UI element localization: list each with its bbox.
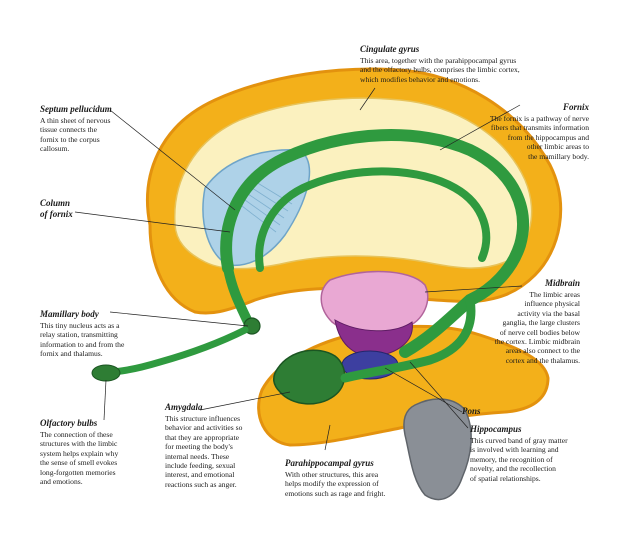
label-text: With other structures, this area helps m… [285, 470, 386, 498]
label-title: Hippocampus [470, 424, 522, 434]
label-text: This structure influences behavior and a… [165, 414, 243, 489]
label-fornix: Fornix The fornix is a pathway of nerve … [456, 102, 589, 161]
label-title: Pons [462, 406, 481, 416]
label-septum-pellucidum: Septum pellucidum A thin sheet of nervou… [40, 104, 160, 154]
label-column-of-fornix: Column of fornix [40, 198, 120, 221]
label-title: Mamillary body [40, 309, 99, 319]
leader-column [74, 211, 231, 233]
label-text: This curved band of gray matter is invol… [470, 436, 568, 483]
hippocampus-shape [340, 295, 476, 383]
label-title: Amygdala [165, 402, 203, 412]
label-title: Midbrain [544, 278, 580, 288]
label-title: Olfactory bulbs [40, 418, 98, 428]
label-title: Column of fornix [40, 198, 73, 219]
label-text: The fornix is a pathway of nerve fibers … [489, 114, 589, 161]
label-hippocampus: Hippocampus This curved band of gray mat… [470, 424, 620, 483]
leader-midbrain [424, 285, 523, 293]
amygdala-shape [273, 349, 346, 405]
label-title: Septum pellucidum [40, 104, 112, 114]
label-parahippocampal-gyrus: Parahippocampal gyrus With other structu… [285, 458, 450, 498]
label-text: The limbic areas influence physical acti… [494, 290, 580, 365]
olfactory-bulb-shape [91, 364, 121, 382]
column-of-fornix-shape [223, 263, 253, 327]
label-text: This area, together with the parahippoca… [360, 56, 520, 84]
leader-mamillary [109, 311, 249, 327]
brainstem-shape [403, 398, 472, 501]
label-olfactory-bulbs: Olfactory bulbs The connection of these … [40, 418, 158, 486]
label-title: Fornix [562, 102, 589, 112]
label-title: Cingulate gyrus [360, 44, 420, 54]
leader-amygdala [199, 391, 291, 411]
label-pons: Pons [462, 406, 522, 418]
basal-ganglia-shape [334, 319, 413, 357]
leader-pons [384, 367, 463, 413]
leader-lines [74, 87, 523, 451]
leader-parahippocampal [324, 424, 331, 451]
label-title: Parahippocampal gyrus [285, 458, 374, 468]
leader-olfactory [103, 379, 107, 421]
label-text: The connection of these structures with … [40, 430, 119, 487]
label-midbrain: Midbrain The limbic areas influence phys… [468, 278, 580, 365]
leader-fornix [439, 104, 521, 151]
olfactory-tract-shape [104, 326, 249, 376]
leader-cingulate [359, 87, 376, 111]
label-text: A thin sheet of nervous tissue connects … [40, 116, 111, 154]
leader-septum [109, 109, 236, 211]
label-text: This tiny nucleus acts as a relay statio… [40, 321, 125, 359]
leader-hippocampus [409, 361, 469, 429]
label-mamillary-body: Mamillary body This tiny nucleus acts as… [40, 309, 158, 359]
label-amygdala: Amygdala This structure influences behav… [165, 402, 277, 489]
fornix-inner-arch [255, 167, 491, 272]
label-cingulate-gyrus: Cingulate gyrus This area, together with… [360, 44, 575, 84]
